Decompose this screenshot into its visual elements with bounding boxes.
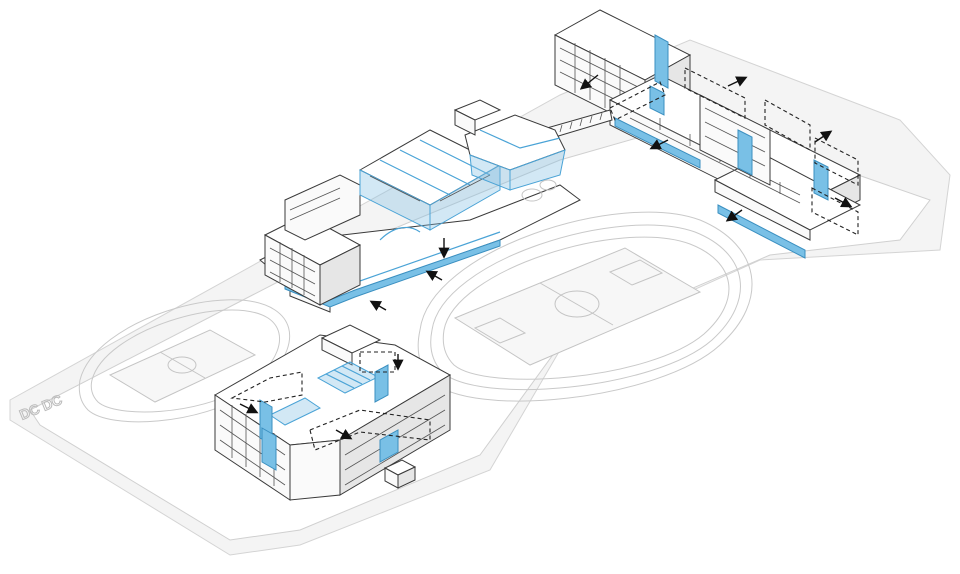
central-building [259, 99, 581, 313]
main-sports-field [417, 211, 753, 402]
southwest-building [214, 324, 452, 501]
circulation-arrows [239, 74, 853, 440]
northeast-building [553, 9, 862, 259]
